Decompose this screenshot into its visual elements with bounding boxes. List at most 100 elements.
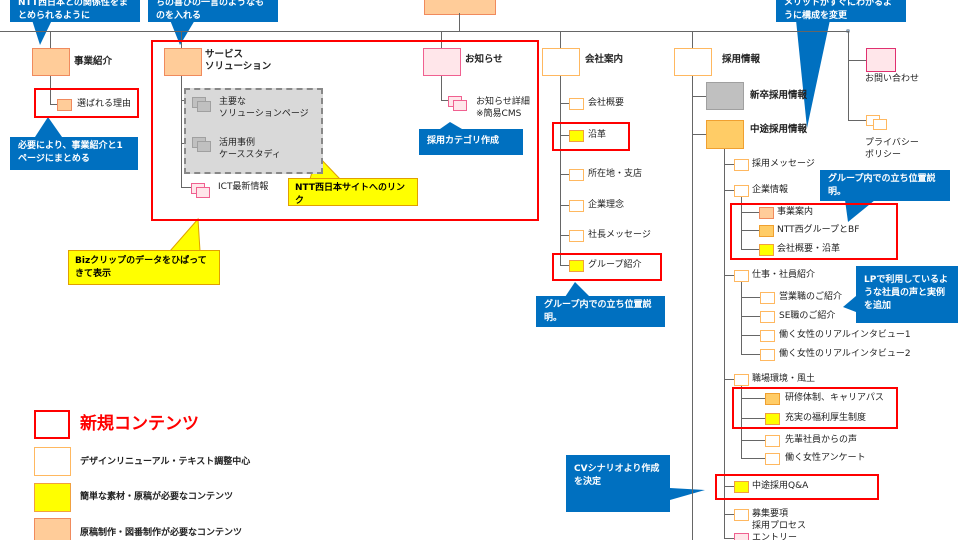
label-kigyo-item: 事業案内 — [777, 207, 814, 217]
label-shokuba-item: 研修体制、キャリアパス — [785, 393, 884, 403]
node-recruit-item[interactable] — [734, 185, 749, 197]
pages-icon[interactable] — [192, 137, 211, 152]
node-shokuba-item[interactable] — [765, 393, 780, 405]
callout-news: 採用カテゴリ作成 — [419, 129, 523, 155]
label-kigyo-item: NTT西グループとBF — [777, 225, 860, 235]
pointer — [32, 20, 52, 45]
node-recruit-item[interactable] — [734, 159, 749, 171]
label-company-item: 所在地・支店 — [588, 169, 643, 179]
label-main-solution: 主要な — [219, 97, 247, 107]
legend-label: 原稿制作・図番制作が必要なコンテンツ — [80, 528, 243, 538]
node-kigyo-item[interactable] — [759, 244, 774, 256]
label-shokuba-item: 充実の福利厚生制度 — [785, 413, 867, 423]
label-news: お知らせ — [465, 54, 503, 65]
label-company-item: グループ紹介 — [588, 260, 642, 270]
new-content-frame — [552, 253, 662, 281]
node-shokuba-item[interactable] — [765, 435, 780, 447]
label-recruit-item: 仕事・社員紹介 — [752, 270, 816, 280]
node-contact[interactable] — [866, 48, 896, 72]
pages-icon[interactable] — [866, 115, 887, 130]
label-shigoto-item: SE職のご紹介 — [779, 311, 836, 321]
pages-icon[interactable] — [192, 97, 211, 112]
node-shigoto-item[interactable] — [760, 292, 775, 304]
label-recruit-item: 採用メッセージ — [752, 159, 815, 169]
new-content-frame — [151, 40, 539, 221]
label-news-detail: お知らせ詳細 — [476, 97, 530, 107]
label-shigoto-item: 働く女性のリアルインタビュー1 — [779, 330, 911, 340]
label-recruit-item: 企業情報 — [752, 185, 789, 195]
callout-group: グループ内での立ち位置説明。 — [536, 296, 665, 327]
node-kigyo-item[interactable] — [759, 225, 774, 237]
node-recruit-entry[interactable] — [734, 533, 749, 540]
callout-service: ちの喜びの一言のようなものを入れる — [148, 0, 278, 22]
label-company: 会社案内 — [585, 54, 624, 65]
callout-relation: NTT西日本との関係性をまとめられるように — [10, 0, 140, 22]
node-recruit[interactable] — [674, 48, 712, 76]
node-company-item[interactable] — [569, 169, 584, 181]
node-company-item[interactable] — [569, 200, 584, 212]
node-chuto[interactable] — [706, 120, 744, 149]
node-shigoto-item[interactable] — [760, 330, 775, 342]
pointer — [796, 20, 830, 128]
label-company-item: 社長メッセージ — [588, 230, 651, 240]
node-shigoto-item[interactable] — [760, 311, 775, 323]
new-content-frame — [34, 88, 139, 118]
node-shokuba-item[interactable] — [765, 453, 780, 465]
node-shokuba-item[interactable] — [765, 413, 780, 425]
legend-swatch-white — [34, 447, 71, 476]
label-case: ケーススタディ — [219, 150, 281, 160]
node-news[interactable] — [423, 48, 461, 76]
note-ntt-link: NTT西日本サイトへのリンク — [288, 178, 418, 206]
node-recruit-qa[interactable] — [734, 481, 749, 493]
node-company-item[interactable] — [569, 260, 584, 272]
pointer — [845, 200, 875, 222]
node-jigyo[interactable] — [32, 48, 70, 76]
label-company-item: 企業理念 — [588, 200, 625, 210]
label-recruit-qa: 中途採用Q&A — [752, 481, 809, 491]
pointer — [170, 20, 195, 45]
label-chuto: 中途採用情報 — [750, 124, 808, 135]
label-main-solution: ソリューションページ — [219, 109, 309, 119]
pointer — [843, 296, 856, 312]
node-company[interactable] — [542, 48, 580, 76]
callout-group-recruit: グループ内での立ち位置説明。 — [820, 170, 950, 201]
node-shigoto-item[interactable] — [760, 349, 775, 361]
label-recruit-boshu: 募集要項 — [752, 509, 789, 519]
node-shinsotsu[interactable] — [706, 82, 744, 110]
label-recruit-process: 採用プロセス — [752, 521, 807, 531]
label-contact: お問い合わせ — [865, 74, 920, 84]
label-shigoto-item: 営業職のご紹介 — [779, 292, 843, 302]
legend-label: 簡単な素材・原稿が必要なコンテンツ — [80, 492, 234, 502]
new-content-frame — [730, 203, 898, 260]
legend-label: デザインリニューアル・テキスト調整中心 — [80, 457, 251, 467]
label-ict: ICT最新情報 — [218, 182, 269, 192]
callout-jigyo: 必要により、事業紹介と1ページにまとめる — [10, 137, 138, 170]
pages-icon[interactable] — [448, 96, 467, 111]
callout-recruit: メリットがすぐにわかるように構成を変更 — [776, 0, 906, 22]
label-company-item: 会社概要 — [588, 98, 625, 108]
label-shokuba-item: 先輩社員からの声 — [785, 435, 858, 445]
new-content-frame — [552, 122, 630, 151]
node-company-item[interactable] — [569, 130, 584, 142]
label-recruit-item: 職場環境・風土 — [752, 374, 816, 384]
legend-label: 新規コンテンツ — [80, 414, 199, 434]
node-service[interactable] — [164, 48, 202, 76]
node-recruit-boshu[interactable] — [734, 509, 749, 521]
label-shinsotsu: 新卒採用情報 — [750, 90, 808, 101]
new-content-frame — [715, 474, 879, 500]
node-recruit-item[interactable] — [734, 374, 749, 386]
node-recruit-item[interactable] — [734, 270, 749, 282]
new-content-frame — [732, 387, 898, 429]
callout-cv: CVシナリオより作成を決定 — [566, 455, 670, 512]
node-company-item[interactable] — [569, 230, 584, 242]
note-bizclip: Bizクリップのデータをひぱってきて表示 — [68, 250, 220, 285]
label-privacy: ポリシー — [865, 150, 902, 160]
pages-icon[interactable] — [191, 183, 210, 198]
node-company-item[interactable] — [569, 98, 584, 110]
root-node[interactable] — [424, 0, 496, 15]
label-kigyo-item: 会社概要・沿革 — [777, 244, 841, 254]
label-case: 活用事例 — [219, 138, 256, 148]
node-erabareru[interactable] — [57, 99, 72, 111]
node-kigyo-item[interactable] — [759, 207, 774, 219]
